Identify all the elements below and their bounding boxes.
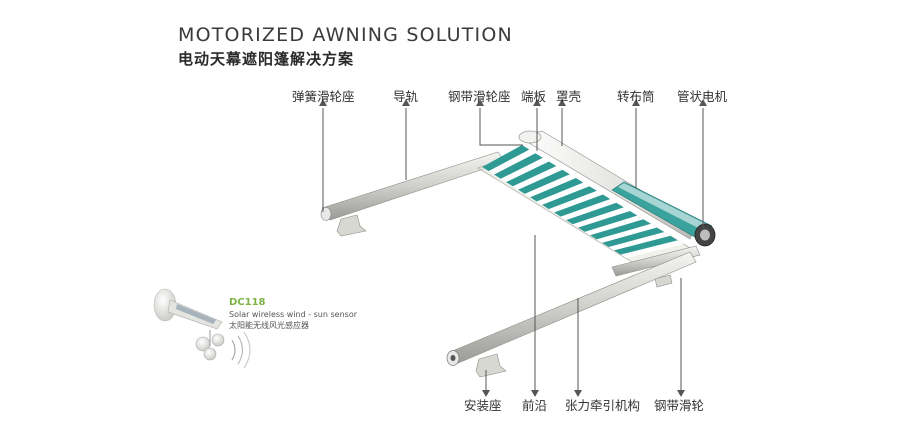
leader-lines [322,108,704,392]
label-tubular-motor: 管状电机 [677,89,728,104]
fabric-roller [611,181,716,247]
label-fabric-roller: 转布筒 [617,89,655,104]
fabric-stripe [506,161,557,187]
sensor-name-english: Solar wireless wind - sun sensor [229,310,358,319]
fabric-stripe [554,194,611,217]
fabric-stripe [530,178,584,202]
wind-sun-sensor-icon [153,288,251,369]
label-mounting-seat: 安装座 [464,398,502,413]
label-front-edge: 前沿 [522,398,548,413]
label-steel-belt-pulley-seat: 钢带滑轮座 [448,89,511,104]
fabric-stripe [602,227,665,248]
label-spring-pulley-seat: 弹簧滑轮座 [292,89,355,104]
title-chinese: 电动天幕遮阳篷解决方案 [178,50,355,68]
fabric-stripe [518,169,570,194]
leader-arrowheads [319,99,707,397]
sensor-model: DC118 [229,297,266,308]
label-cover-shell: 罩壳 [556,89,582,104]
fabric-stripe [494,153,543,179]
fabric-stripe [542,186,597,210]
guide-rail-lower [446,251,697,378]
fabric-stripe [578,211,638,232]
label-steel-belt-pulley: 钢带滑轮 [654,398,705,413]
awning-fabric [482,145,684,258]
fabric-stripe [566,202,624,225]
guide-rail-upper [320,151,506,237]
front-bar [611,245,701,277]
fabric-stripe [614,235,678,255]
label-end-plate: 端板 [521,89,547,104]
sensor-name-chinese: 太阳能无线风光感应器 [229,321,309,330]
title-english: MOTORIZED AWNING SOLUTION [178,24,513,46]
label-tension-mechanism: 张力牵引机构 [565,398,641,413]
fabric-stripe [590,219,651,240]
fabric-stripe [482,145,530,172]
label-guide-rail: 导轨 [393,89,419,104]
